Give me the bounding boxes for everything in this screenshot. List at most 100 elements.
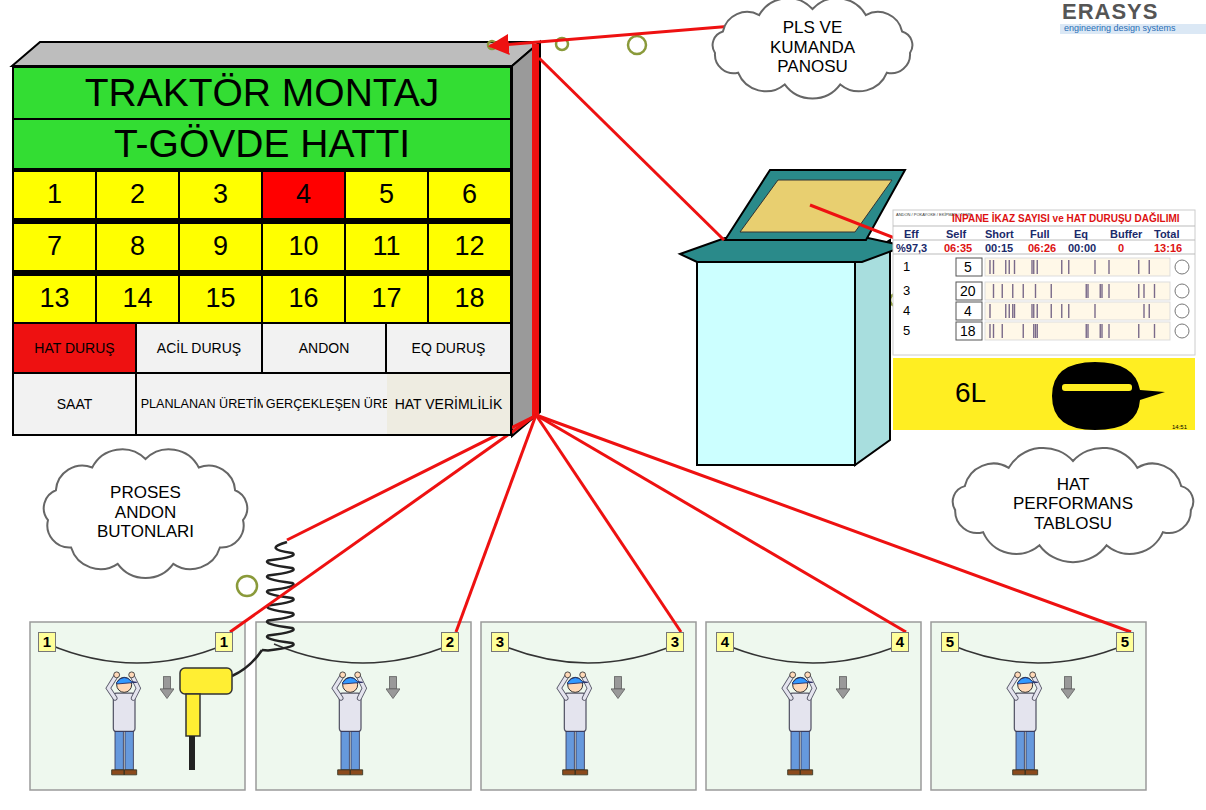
cell-label: 3: [496, 633, 504, 650]
cell-label: 16: [288, 283, 318, 314]
drawing-part: [985, 322, 1170, 340]
cell-label: 8: [130, 231, 145, 262]
timeline-tick: [1014, 260, 1015, 274]
cell-label: SAAT: [57, 396, 93, 412]
row-number: 5: [903, 324, 910, 338]
cell-label: 4: [296, 179, 311, 210]
board-cell: 18: [429, 276, 510, 322]
board-cell: 14: [97, 276, 178, 322]
cell-label: 3: [213, 179, 228, 210]
cell-label: 2: [130, 179, 145, 210]
drawing-part: [1062, 384, 1132, 391]
timeline-tick: [1002, 284, 1003, 298]
cell-label: 5: [379, 179, 394, 210]
worker-figure: [559, 672, 589, 775]
timeline-tick: [989, 324, 990, 338]
board-cell: 17: [346, 276, 427, 322]
table-value: 13:16: [1154, 242, 1182, 254]
board-cell: 16: [263, 276, 344, 322]
drawing-part: [512, 42, 540, 436]
drawing-part: [532, 44, 539, 416]
timeline-tick: [1061, 304, 1062, 318]
cell-label: EQ DURUŞ: [412, 340, 486, 356]
board-cell: 10: [263, 224, 344, 270]
andon-cord: [499, 644, 677, 663]
timeline-tick: [1012, 284, 1013, 298]
timeline-tick: [1009, 304, 1010, 318]
timeline-tick: [1086, 324, 1087, 338]
station-tag: 5: [1116, 632, 1134, 652]
timeline-tick: [993, 260, 994, 274]
table-value: 00:15: [985, 242, 1013, 254]
timeline-tick: [1149, 260, 1150, 274]
drawing-part: [893, 358, 1195, 430]
table-header: Short: [985, 228, 1014, 240]
drawing-part: [1175, 284, 1189, 298]
drawing-part: [956, 302, 982, 320]
andon-cord: [724, 644, 902, 663]
timeline-tick: [1012, 304, 1013, 318]
drawing-part: [189, 736, 195, 770]
drawing-part: [985, 258, 1170, 340]
andon-cord: [274, 644, 452, 663]
table-header: Full: [1030, 228, 1050, 240]
row-number: 4: [903, 304, 910, 318]
table-value: 0: [1118, 242, 1124, 254]
table-header: Self: [946, 228, 966, 240]
timeline-tick: [1101, 324, 1102, 338]
drawing-part: [628, 36, 646, 54]
timeline-tick: [1033, 260, 1034, 274]
timeline-tick: [1087, 284, 1088, 298]
drawing-part: [30, 622, 1146, 790]
line-name: 6L: [955, 378, 986, 409]
cell-label: 13: [39, 283, 69, 314]
timeline-tick: [989, 260, 990, 274]
table-value: 06:26: [1028, 242, 1056, 254]
station-tag: 4: [716, 632, 734, 652]
board-cell: 3: [180, 172, 261, 218]
drawing-part: [956, 322, 982, 340]
station-area: [931, 622, 1146, 790]
drawing-part: [1175, 260, 1189, 274]
timeline-tick: [1108, 324, 1109, 338]
drawing-part: [725, 170, 905, 240]
timeline-tick: [1086, 284, 1087, 298]
board-cell: 1: [14, 172, 95, 218]
station-tag: 3: [491, 632, 509, 652]
drawing-part: [855, 240, 890, 465]
timeline-tick: [1143, 284, 1144, 298]
timeline-tick: [1100, 324, 1101, 338]
drawing-part: [186, 694, 200, 736]
cell-label: 4: [896, 633, 904, 650]
timeline-tick: [1005, 304, 1006, 318]
andon-cord: [949, 644, 1127, 663]
table-header: Total: [1154, 228, 1179, 240]
timeline-tick: [1138, 324, 1139, 338]
row-count: 18: [960, 324, 976, 339]
station-tag: 5: [941, 632, 959, 652]
row-count: 5: [964, 260, 972, 275]
cell-label: 18: [454, 283, 484, 314]
cloud-path: [44, 449, 247, 578]
drawing-part: [1052, 362, 1165, 430]
board-cell: 15: [180, 276, 261, 322]
cell-label: T-GÖVDE HATTI: [114, 122, 410, 167]
station-area: [30, 622, 245, 790]
board-cell: 11: [346, 224, 427, 270]
board-cell: 8: [97, 224, 178, 270]
drawing-part: [893, 210, 1195, 355]
board-cell: 4: [263, 172, 344, 218]
timeline-tick: [1101, 284, 1102, 298]
board-cell: SAAT: [14, 374, 135, 434]
table-header: Eff: [904, 228, 919, 240]
timeline-tick: [1094, 304, 1095, 318]
cloud-path: [953, 448, 1193, 562]
drawing-part: [12, 42, 540, 66]
andon-board: TRAKTÖR MONTAJT-GÖVDE HATTI1234567891011…: [12, 66, 512, 436]
row-count: 20: [960, 284, 976, 299]
board-cell: 2: [97, 172, 178, 218]
timeline-tick: [1051, 284, 1052, 298]
drawing-part: [232, 650, 262, 676]
cell-label: 9: [213, 231, 228, 262]
